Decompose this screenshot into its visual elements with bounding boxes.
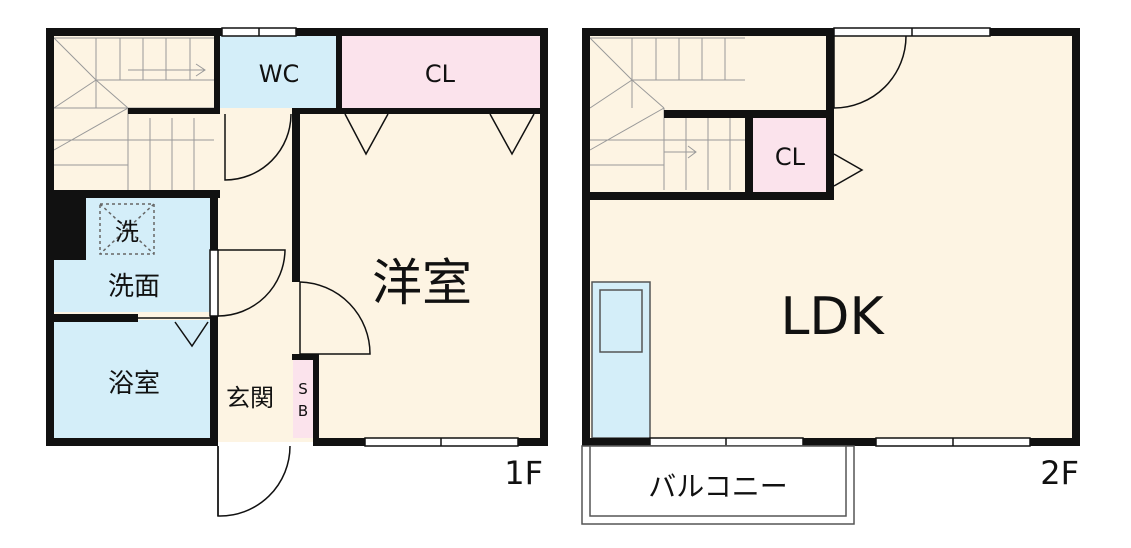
closet2-fill — [752, 118, 828, 192]
doors-2f — [833, 35, 907, 187]
sink — [599, 289, 643, 353]
wc-label: WC — [259, 60, 300, 88]
shoebox-label-b: B — [298, 402, 308, 420]
washer-label: 洗 — [115, 218, 139, 246]
staircase-2f — [589, 37, 745, 190]
western-room-label: 洋室 — [372, 254, 472, 312]
closet1-label: CL — [425, 60, 456, 88]
floor-2: LDK CL バルコニー 2F — [581, 27, 1080, 525]
windows-1f — [209, 27, 519, 447]
entrance-fill — [218, 358, 292, 438]
floor2-label: 2F — [1040, 454, 1079, 492]
wc-fill — [220, 36, 338, 108]
closet1-fill — [340, 36, 540, 108]
ldk-label: LDK — [780, 287, 885, 347]
shoebox-label-s: S — [298, 380, 308, 398]
doors-1f — [99, 113, 535, 517]
balcony — [581, 445, 855, 525]
washroom-label: 洗面 — [108, 272, 160, 302]
closet2-label: CL — [775, 143, 806, 171]
floor-1: WC CL 洋室 洗 洗面 浴室 玄関 S B 1F — [46, 27, 548, 517]
walls-2f — [582, 28, 1080, 446]
balcony-label: バルコニー — [648, 470, 787, 503]
staircase-1f — [53, 37, 214, 190]
floor1-label: 1F — [504, 454, 543, 492]
entrance-label: 玄関 — [226, 384, 274, 412]
bathroom-label: 浴室 — [108, 369, 160, 399]
walls-1f — [46, 28, 548, 446]
shoebox-fill — [293, 358, 313, 438]
